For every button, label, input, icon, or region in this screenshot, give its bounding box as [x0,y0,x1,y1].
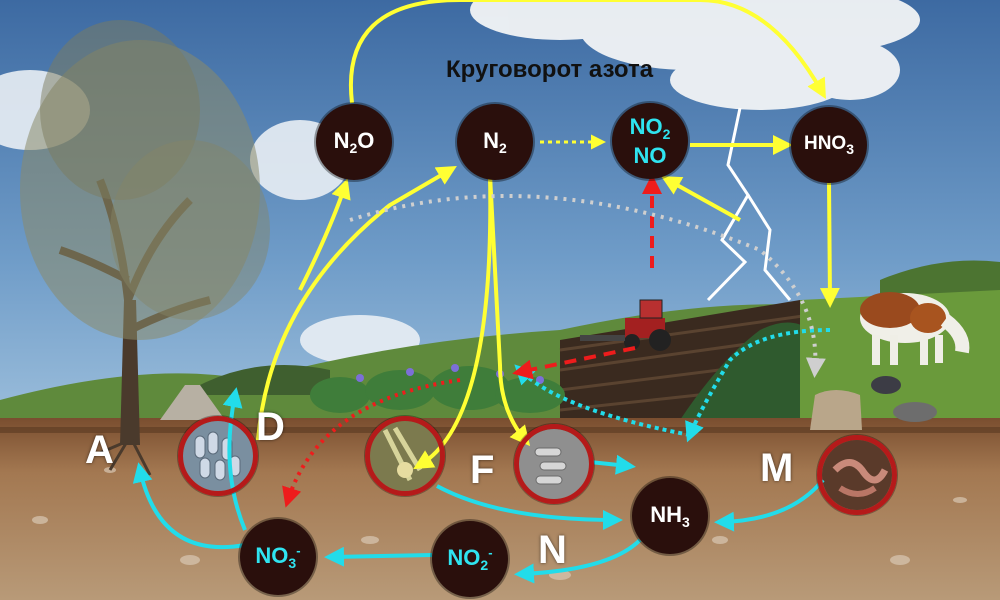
node-nh3: NH3 [632,478,708,554]
tractor-icon [580,299,671,351]
diagram-title: Круговорот азота [446,56,654,83]
node-hno3: HNO3 [791,107,867,183]
label-f: F [470,448,495,492]
node-n2: N2 [457,104,533,180]
node-no2-minus: NO2- [432,521,508,597]
label-m: M [760,446,794,490]
node-no2-no: NO2 NO [612,103,688,179]
node-n2o: N2O [316,104,392,180]
node-no3-minus: NO3- [240,519,316,595]
label-n: N [538,528,567,572]
bacteria-circle-d [178,416,258,496]
label-d: D [256,405,285,449]
cloud-icon [470,0,920,110]
root-nodule-circle [365,416,445,496]
label-a: A [85,428,114,472]
cow-icon [860,292,970,365]
tree-icon [20,20,270,476]
bacteria-circle-f [514,424,594,504]
worm-circle-m [817,435,897,515]
